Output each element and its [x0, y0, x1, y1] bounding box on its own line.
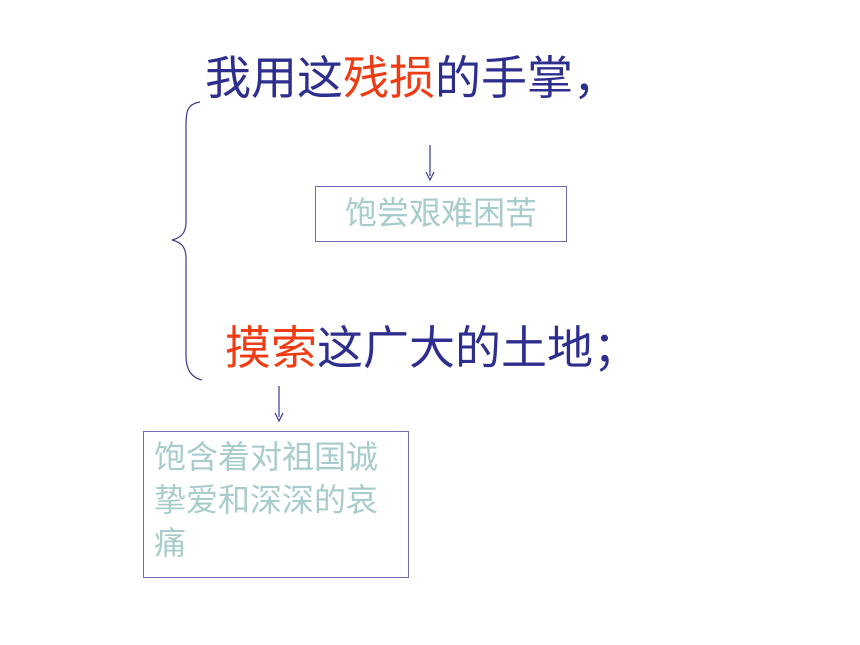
arrow-to-note2 [274, 386, 284, 423]
line1-after: 的手掌， [435, 51, 619, 105]
poem-line-2: 摸索这广大的土地； [225, 320, 639, 376]
left-brace [171, 101, 203, 381]
arrow-to-note1 [425, 145, 435, 182]
poem-line-1: 我用这残损的手掌， [205, 50, 619, 106]
line1-highlight: 残损 [343, 51, 435, 105]
line2-highlight: 摸索 [225, 321, 317, 375]
line1-before: 我用这 [205, 51, 343, 105]
note-box-2: 饱含着对祖国诚挚爱和深深的哀痛 [143, 431, 409, 578]
line2-after: 这广大的土地； [317, 321, 639, 375]
note-box-1: 饱尝艰难困苦 [315, 186, 567, 242]
